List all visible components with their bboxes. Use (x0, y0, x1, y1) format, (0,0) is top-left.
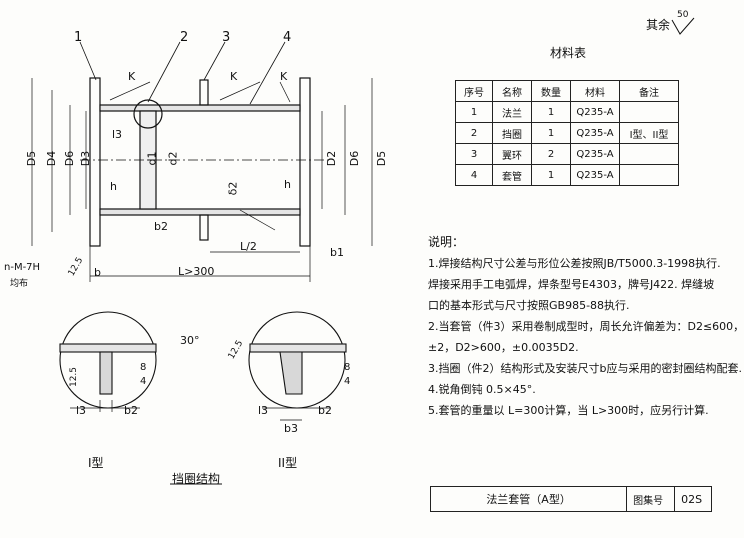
roughness-label: 其余 (646, 18, 671, 32)
detail-i-b2: b2 (124, 404, 138, 417)
detail-i-angle: 30° (180, 334, 200, 347)
dim-h-left: h (110, 180, 117, 193)
note-line: 口的基本形式与尺寸按照GB985-88执行. (428, 299, 630, 312)
dim-l-total: L>300 (178, 265, 215, 278)
callout-3: 3 (222, 30, 231, 45)
note-line: 3.挡圈（件2）结构形式及安装尺寸b应与采用的密封圈结构配套. (428, 362, 742, 375)
note-line: 5.套管的重量以 L=300计算，当 L>300时，应另行计算. (428, 404, 709, 417)
ring-caption: 挡圈结构 (172, 472, 221, 486)
callout-1: 1 (74, 30, 83, 45)
dim-d2-inner: d2 (166, 151, 180, 166)
atlas-label: 图集号 (626, 486, 676, 512)
dim-d5-right: D5 (375, 150, 389, 167)
notes: 说明： 1.焊接结构尺寸公差与形位公差按照JB/T5000.3-1998执行. … (428, 232, 744, 421)
note-line: 4.锐角倒钝 0.5×45°. (428, 383, 536, 396)
dim-delta2: δ2 (226, 181, 240, 196)
wing-ring-bottom (199, 214, 209, 241)
drawing-name: 法兰套管（A型） (429, 486, 628, 512)
pipe-wall-bottom (99, 208, 301, 216)
detail-ii-weld-8: 8 (344, 362, 351, 373)
dim-d4: D4 (45, 150, 59, 167)
flange-right (299, 77, 311, 247)
materials-title: 材料表 (550, 46, 587, 60)
weld-mark-k: K (128, 70, 136, 83)
technical-drawing (31, 41, 373, 485)
atlas-code: 02S (674, 486, 712, 512)
callout-4: 4 (283, 30, 292, 45)
th-name: 名称 (492, 80, 532, 102)
th-index: 序号 (455, 80, 493, 102)
note-line: ±2，D2>600，±0.0035D2. (428, 341, 579, 354)
th-qty: 数量 (531, 80, 571, 102)
detail-circle (133, 99, 163, 129)
dim-d6-left: D6 (63, 150, 77, 167)
detail-i-weld-8: 8 (140, 362, 147, 373)
dim-d3: D3 (79, 150, 93, 167)
roughness-symbol (671, 17, 695, 35)
detail-i-caption: I型 (88, 456, 104, 470)
roughness-value: 50 (677, 10, 689, 20)
note-line: 1.焊接结构尺寸公差与形位公差按照JB/T5000.3-1998执行. (428, 257, 721, 270)
dim-b: b (94, 266, 101, 279)
dim-d1: d1 (145, 151, 159, 166)
dim-d5-left: D5 (25, 150, 39, 167)
weld-mark-k: K (280, 70, 288, 83)
dim-l3: l3 (112, 128, 123, 141)
callout-2: 2 (180, 30, 189, 45)
pipe-wall-top (99, 104, 301, 112)
note-line: 焊接采用手工电弧焊，焊条型号E4303，牌号J422. 焊缝坡 (428, 278, 715, 291)
detail-i-l3: l3 (76, 404, 87, 417)
detail-ii-weld-4: 4 (344, 376, 351, 387)
bolt-note-uniform: 均布 (10, 279, 29, 289)
detail-ii-l3: l3 (258, 404, 269, 417)
th-material: 材料 (570, 80, 620, 102)
detail-ii-b3: b3 (284, 422, 298, 435)
detail-i-weld-4: 4 (140, 376, 147, 387)
notes-title: 说明： (428, 235, 465, 249)
dim-l-half: L/2 (240, 240, 257, 253)
drawing-sheet: 其余 50 (4, 10, 744, 512)
dim-b2: b2 (154, 220, 168, 233)
title-block: 法兰套管（A型） 图集号 02S (429, 486, 712, 512)
dim-b1: b1 (330, 246, 344, 259)
th-remark: 备注 (619, 80, 679, 102)
bolt-note: n-M-7H (4, 262, 41, 273)
weld-mark-k: K (230, 70, 238, 83)
wing-ring-top (199, 79, 209, 106)
table-header-row: 序号 名称 数量 材料 备注 (455, 80, 679, 102)
dim-d2: D2 (325, 150, 339, 167)
detail-ii-caption: II型 (278, 456, 298, 470)
dim-d6-right: D6 (348, 150, 362, 167)
note-line: 2.当套管（件3）采用卷制成型时，周长允许偏差为：D2≤600， (428, 320, 744, 333)
dim-h-right: h (284, 178, 291, 191)
detail-i-roughness: 12.5 (69, 366, 80, 388)
detail-ii-b2: b2 (318, 404, 332, 417)
